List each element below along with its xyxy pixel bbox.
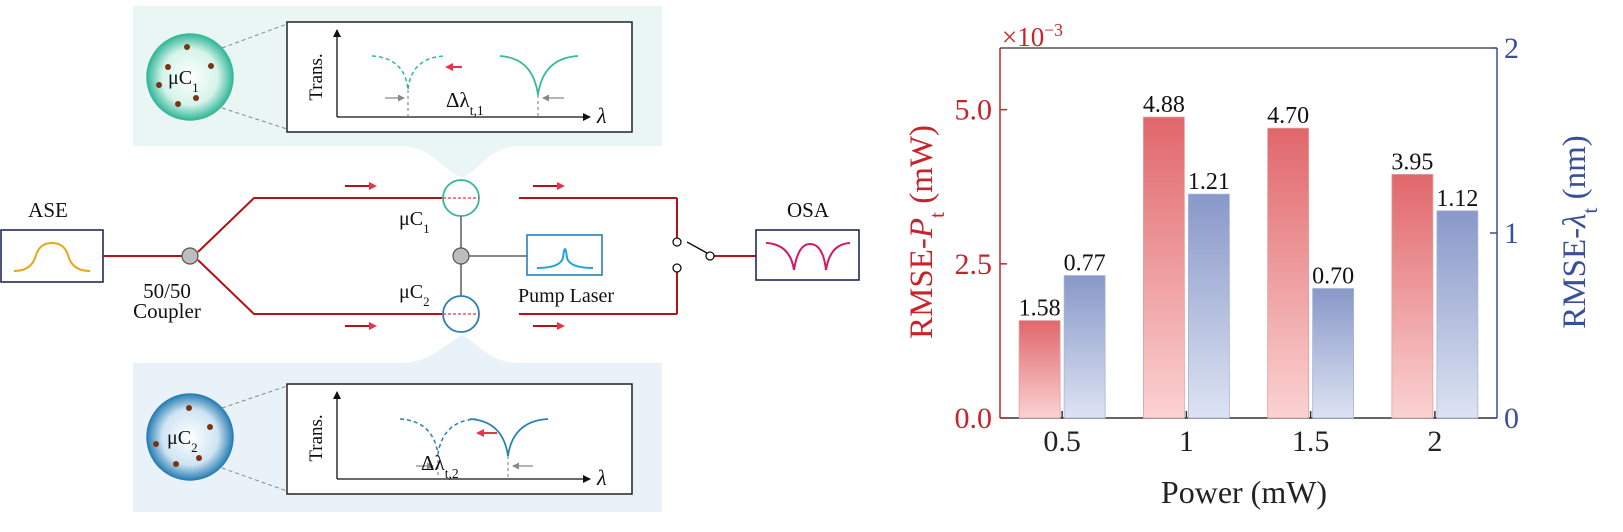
pump-laser-box xyxy=(526,234,603,276)
x-tick-label: 1.5 xyxy=(1292,425,1330,458)
switch-lever xyxy=(686,241,708,254)
osa-box xyxy=(755,229,860,281)
bar-label-rmse-power: 4.70 xyxy=(1267,103,1309,129)
resonator-2-sphere xyxy=(146,393,234,481)
left-tick-label: 5.0 xyxy=(955,94,993,127)
resonator-2-label: μC2 xyxy=(399,281,430,309)
bar-label-rmse-power: 4.88 xyxy=(1143,92,1185,118)
bar-rmse-power xyxy=(1142,116,1185,419)
x-axis-label: Power (mW) xyxy=(1161,474,1327,510)
bar-label-rmse-wavelength: 1.21 xyxy=(1188,169,1230,195)
zoom-line xyxy=(221,107,288,130)
bar-rmse-power xyxy=(1018,320,1061,419)
bars xyxy=(1018,116,1479,419)
switch-contact-bottom xyxy=(672,263,682,273)
left-axis-ticks: 0.0 2.5 5.0 xyxy=(955,94,1007,435)
bar-rmse-wavelength xyxy=(1312,288,1355,419)
switch-pivot xyxy=(705,251,715,261)
bar-label-rmse-wavelength: 0.70 xyxy=(1312,264,1354,290)
resonator-2-sphere-label: μC2 xyxy=(167,427,198,455)
left-axis-multiplier: ×10−3 xyxy=(1002,20,1063,52)
x-axis-ticks: 0.5 1 1.5 2 xyxy=(1043,411,1442,458)
dip-before-1 xyxy=(371,55,445,91)
right-tick-label: 1 xyxy=(1504,217,1519,250)
x-tick-label: 1 xyxy=(1179,425,1194,458)
fiber-network xyxy=(103,197,756,315)
inset-2-x-label: λ xyxy=(596,465,607,490)
propagation-arrows xyxy=(345,182,565,330)
zoom-line xyxy=(221,23,288,49)
x-tick-label: 2 xyxy=(1427,425,1442,458)
ase-label: ASE xyxy=(28,198,68,222)
bar-label-rmse-power: 3.95 xyxy=(1391,149,1433,175)
dip-after-2 xyxy=(469,418,549,457)
coupler-node xyxy=(181,247,199,265)
inset-box-2 xyxy=(286,383,633,495)
coupler-label-top: 50/50 xyxy=(143,279,191,303)
pump-label: Pump Laser xyxy=(518,285,614,307)
inset-1-y-label: Trans. xyxy=(306,53,327,100)
inset-box-1 xyxy=(286,21,633,133)
coupler-label-bottom: Coupler xyxy=(133,299,201,323)
resonator-1-sphere-label: μC1 xyxy=(168,67,199,95)
bar-value-labels: 1.580.77 4.88 1.21 4.70 0.70 3.951.12 xyxy=(1019,92,1479,322)
shift-1-label: Δλt,1 xyxy=(446,88,484,118)
ase-spectrum xyxy=(13,241,91,272)
inset-1-x-label: λ xyxy=(596,103,607,128)
right-tick-label: 0 xyxy=(1504,402,1519,435)
left-tick-label: 0.0 xyxy=(955,402,993,435)
right-axis-ticks: 0 1 2 xyxy=(1490,32,1519,435)
left-axis-label: RMSE-Pt (mW) xyxy=(904,125,949,339)
pump-junction xyxy=(452,247,470,265)
particles-1 xyxy=(156,44,214,107)
bar-rmse-wavelength xyxy=(1187,193,1230,419)
bar-label-rmse-wavelength: 1.12 xyxy=(1436,186,1478,212)
x-tick-label: 0.5 xyxy=(1043,425,1081,458)
inset-2-y-label: Trans. xyxy=(306,414,327,461)
resonator-1-label: μC1 xyxy=(399,208,430,236)
pump-connection xyxy=(460,216,527,296)
right-axis-label: RMSE-λt (nm) xyxy=(1557,135,1602,329)
bar-chart: 1.580.77 4.88 1.21 4.70 0.70 3.951.12 0.0 2.5 5… xyxy=(904,20,1602,510)
bar-label-rmse-wavelength: 0.77 xyxy=(1064,251,1106,277)
pump-spectrum xyxy=(536,248,594,269)
right-tick-label: 2 xyxy=(1504,32,1519,65)
bar-rmse-wavelength xyxy=(1436,210,1479,419)
ase-box xyxy=(0,229,104,283)
resonator-1-sphere xyxy=(146,33,234,121)
bar-rmse-power xyxy=(1391,174,1434,419)
setup-diagram: μC1 Trans. λ Δλt,1 μC2 Trans. λ Δλt,2 AS… xyxy=(0,6,860,512)
bar-rmse-wavelength xyxy=(1063,275,1106,419)
osa-label: OSA xyxy=(787,198,830,222)
shift-2-label: Δλt,2 xyxy=(421,451,459,481)
particles-2 xyxy=(153,405,213,467)
left-tick-label: 2.5 xyxy=(955,248,993,281)
bar-label-rmse-power: 1.58 xyxy=(1019,296,1061,322)
switch-contact-top xyxy=(672,237,682,247)
bar-rmse-power xyxy=(1267,127,1310,419)
osa-spectrum xyxy=(765,242,851,271)
